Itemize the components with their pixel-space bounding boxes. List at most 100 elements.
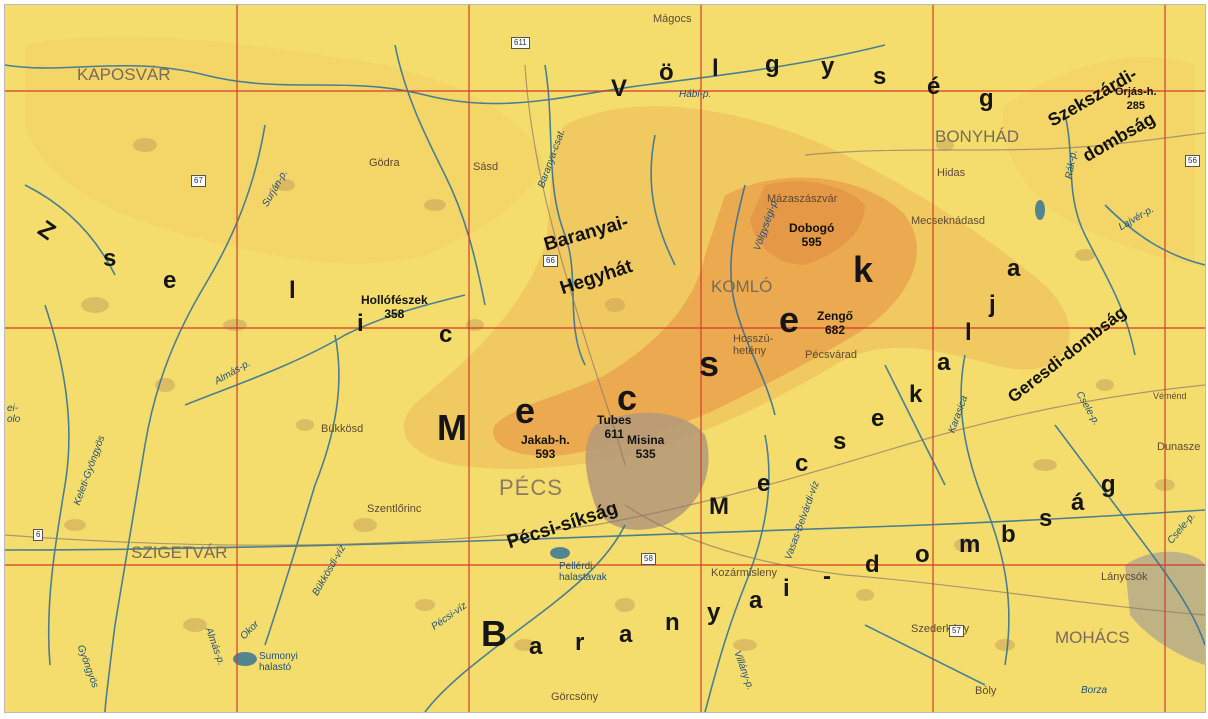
region-letter: l	[712, 55, 719, 82]
town-bukkosd[interactable]: Bükkösd	[321, 423, 364, 435]
region-letter: á	[1071, 489, 1085, 516]
region-letter: r	[575, 629, 585, 656]
upland-zone	[750, 181, 865, 265]
peak-height: 682	[824, 323, 846, 337]
river	[650, 134, 676, 266]
peak-name: Jakab-h.	[521, 433, 570, 447]
river	[424, 524, 626, 712]
road-number: 57	[949, 625, 964, 637]
region-letter: s	[699, 343, 720, 384]
hill-zone	[1002, 57, 1195, 266]
map-canvas[interactable]: V ö l g y s é g Z s e l i c M e c s e k …	[4, 4, 1206, 713]
region-letter: o	[915, 541, 930, 568]
region-letter: g	[979, 85, 994, 112]
town-magocs[interactable]: Mágocs	[653, 13, 692, 25]
peak-jakab[interactable]: Jakab-h. 593	[521, 433, 570, 461]
peak-dobogo[interactable]: Dobogó 595	[789, 221, 834, 249]
region-letter: a	[749, 587, 763, 614]
road-number: 6	[33, 529, 44, 541]
town-kaposvar[interactable]: KAPOSVÁR	[77, 65, 171, 84]
town-komlo[interactable]: KOMLÓ	[711, 277, 773, 296]
peak-height: 611	[604, 427, 624, 441]
town-godra[interactable]: Gödra	[369, 157, 400, 169]
lake	[1035, 200, 1045, 220]
peak-name: Hollófészek	[361, 293, 428, 307]
region-letter: c	[439, 321, 453, 348]
stream-label: Borza	[1081, 685, 1108, 696]
road-number: 611	[511, 37, 530, 49]
peak-height: 595	[801, 235, 822, 249]
region-letter: e	[757, 470, 771, 497]
road-number: 56	[1185, 155, 1200, 167]
river	[960, 354, 1010, 666]
town-mohacs[interactable]: MOHÁCS	[1055, 628, 1130, 647]
river	[184, 294, 466, 406]
town-sasd[interactable]: Sásd	[473, 161, 499, 173]
region-letter: s	[1039, 505, 1053, 532]
road-number: 66	[543, 255, 558, 267]
town-hosszuheteny[interactable]: Hosszú- hetény	[733, 333, 774, 357]
lake	[233, 652, 257, 666]
peak-tubes[interactable]: Tubes 611	[597, 413, 631, 441]
region-letter: l	[965, 319, 972, 346]
region-letter: a	[937, 349, 951, 376]
region-letter: s	[833, 428, 847, 455]
region-letter: c	[617, 377, 638, 418]
town-pecs[interactable]: PÉCS	[499, 475, 563, 500]
river	[394, 44, 486, 306]
town-kozarmisleny[interactable]: Kozármisleny	[711, 567, 778, 579]
region-letter: e	[779, 299, 800, 340]
region-letter: M	[437, 407, 467, 448]
region-letter: a	[1007, 255, 1021, 282]
river	[264, 334, 340, 646]
road-line	[624, 504, 1205, 616]
peak-misina[interactable]: Misina 535	[627, 433, 664, 461]
town-mazaszaszvar[interactable]: Mázaszászvár	[767, 193, 838, 205]
town-lanycsok[interactable]: Lánycsók	[1101, 571, 1148, 583]
peak-name: Zengő	[817, 309, 853, 323]
region-letter: e	[163, 267, 177, 294]
region-letter: c	[795, 450, 809, 477]
region-letter: d	[865, 551, 880, 578]
peak-hollofeszek[interactable]: Hollófészek 358	[361, 293, 428, 321]
region-letter: e	[515, 390, 536, 431]
region-letter: l	[289, 277, 296, 304]
region-letter: a	[619, 621, 633, 648]
town-dunaszek[interactable]: Dunasze	[1157, 441, 1201, 453]
region-letter: e	[871, 405, 885, 432]
peak-zengo[interactable]: Zengő 682	[817, 309, 853, 337]
town-hidas[interactable]: Hidas	[937, 167, 966, 179]
town-gorcsony[interactable]: Görcsöny	[551, 691, 599, 703]
region-letter: i	[357, 310, 364, 337]
region-letter: b	[1001, 521, 1016, 548]
town-vejend[interactable]: Véménd	[1153, 391, 1187, 401]
town-szigetvar[interactable]: SZIGETVÁR	[131, 543, 228, 562]
road-number: 58	[641, 553, 656, 565]
lake	[550, 547, 570, 559]
peak-name: Dobogó	[789, 221, 835, 235]
river	[544, 64, 586, 366]
peak-name: Tubes	[597, 413, 632, 427]
river	[5, 44, 886, 105]
peak-height: 535	[635, 447, 656, 461]
peak-height: 285	[1126, 100, 1145, 112]
region-letter: y	[707, 599, 721, 626]
river	[104, 124, 266, 712]
town-szentlorinc[interactable]: Szentlőrinc	[367, 503, 422, 515]
town-pecsvarad[interactable]: Pécsvárad	[805, 349, 857, 361]
region-letter: k	[909, 381, 923, 408]
lake-label: Pellérdi halastavak	[559, 561, 607, 583]
river	[1064, 114, 1136, 356]
region-letter: M	[709, 493, 729, 520]
town-mecseknadasd[interactable]: Mecseknádasd	[911, 215, 985, 227]
region-letter: V	[611, 75, 628, 102]
river	[884, 364, 946, 486]
region-letter: y	[821, 53, 835, 80]
road-line	[524, 64, 626, 466]
terrain-layer	[5, 5, 1205, 712]
peak-orjas[interactable]: Örjás-h. 285	[1115, 85, 1157, 113]
urban-area	[585, 412, 709, 530]
river	[1104, 204, 1205, 266]
town-bonyhad[interactable]: BONYHÁD	[935, 127, 1020, 146]
town-boly[interactable]: Bóly	[975, 685, 997, 697]
